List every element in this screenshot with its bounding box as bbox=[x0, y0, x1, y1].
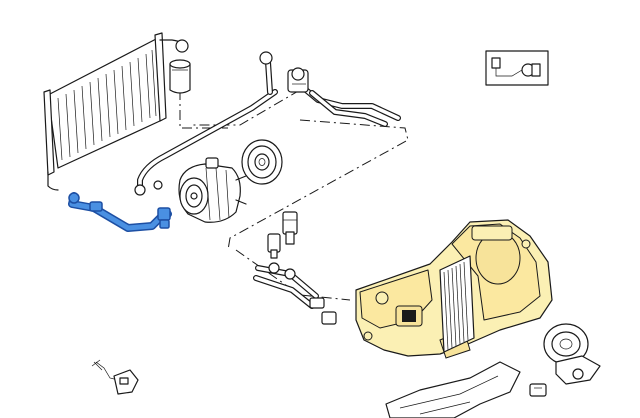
condenser[interactable] bbox=[43, 32, 189, 191]
duct[interactable] bbox=[385, 361, 521, 418]
refrigerant-pipes[interactable] bbox=[134, 51, 401, 196]
receiver-drier[interactable] bbox=[169, 59, 191, 94]
sensor-inset bbox=[485, 50, 549, 86]
compressor-pulley[interactable] bbox=[241, 139, 283, 185]
high-pressure-hose[interactable] bbox=[68, 192, 172, 232]
expansion-valve[interactable] bbox=[287, 67, 309, 93]
pressure-switch[interactable] bbox=[267, 211, 298, 259]
resistor[interactable] bbox=[529, 383, 547, 397]
switch-connector[interactable] bbox=[91, 359, 139, 395]
blower-motor[interactable] bbox=[543, 323, 601, 385]
compressor[interactable] bbox=[178, 157, 247, 223]
evaporator-core[interactable] bbox=[439, 255, 475, 353]
lower-pipe-assembly[interactable] bbox=[253, 262, 337, 325]
